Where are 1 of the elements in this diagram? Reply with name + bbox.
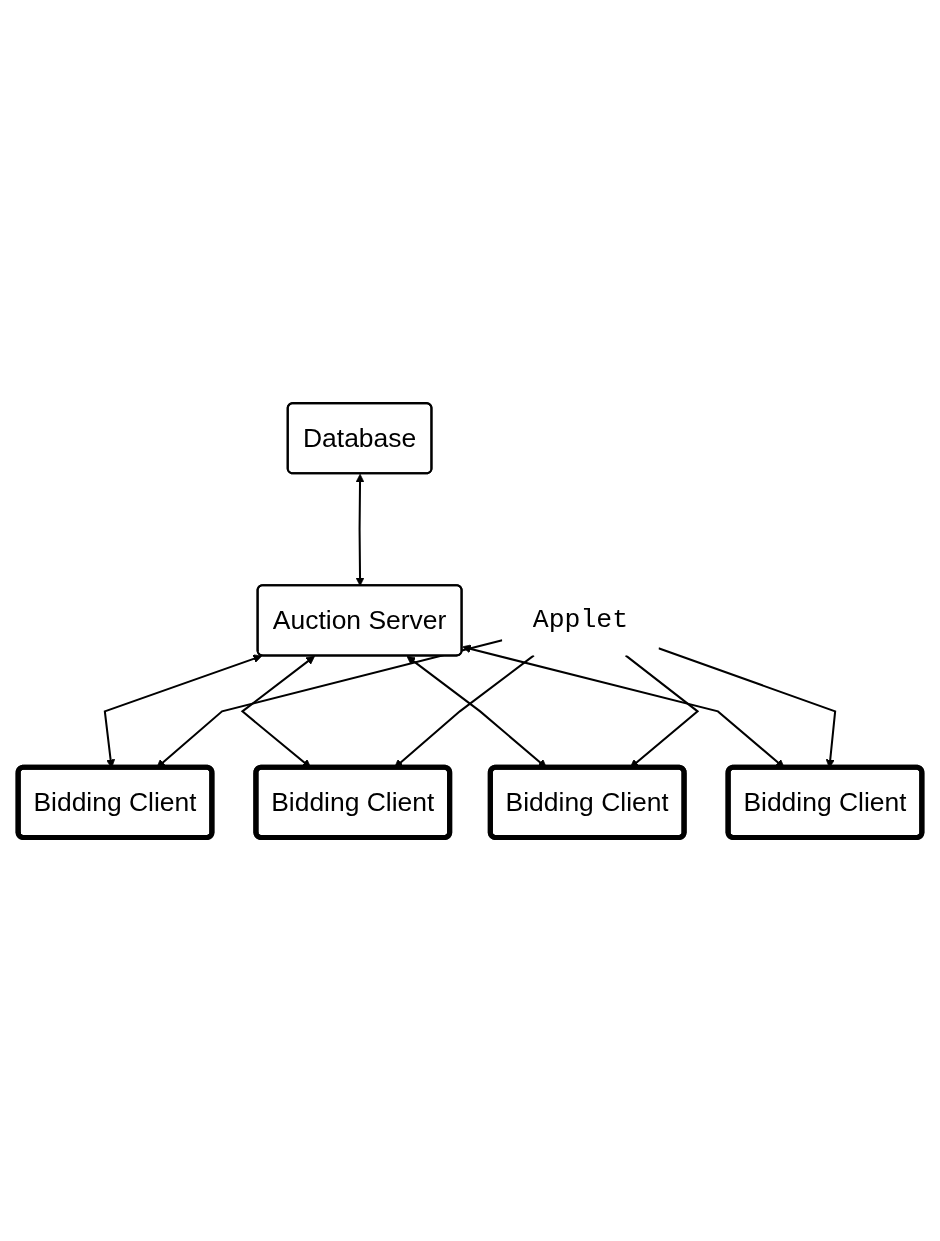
node-text: Applet bbox=[532, 604, 629, 636]
